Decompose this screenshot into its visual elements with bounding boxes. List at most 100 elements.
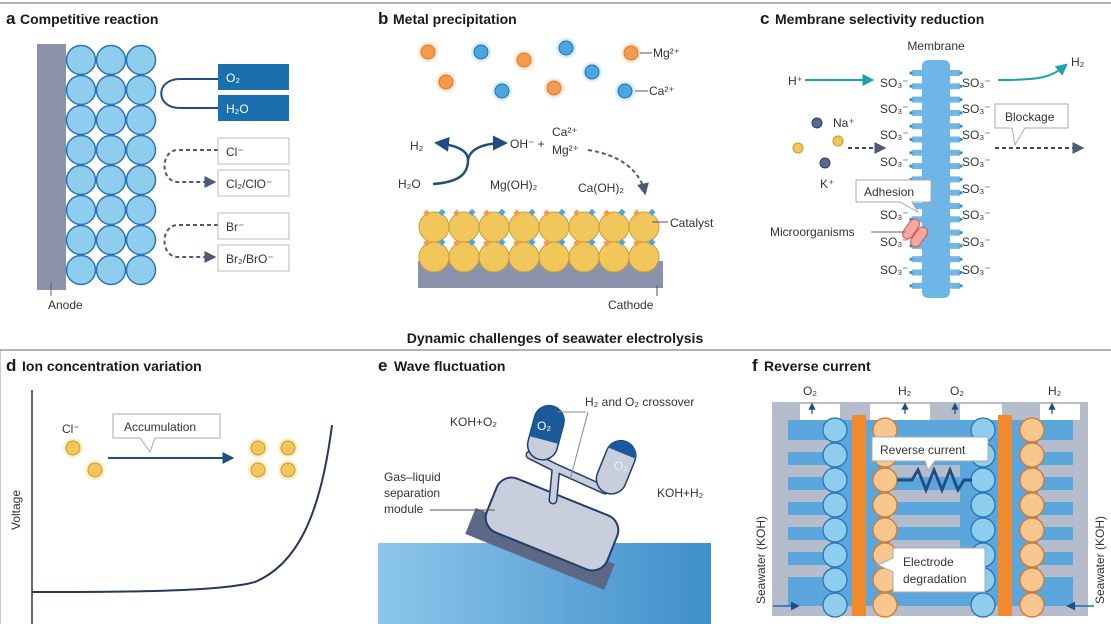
caoh2-deposit <box>588 208 596 216</box>
module-label-2: separation <box>384 486 440 500</box>
cathode-particle <box>872 492 898 518</box>
na-label: Na⁺ <box>833 116 855 130</box>
outlet-gap <box>1040 404 1080 420</box>
anode-particle <box>822 567 848 593</box>
sulfonate-site <box>909 257 913 261</box>
anode-particle <box>822 442 848 468</box>
membrane-segment <box>912 256 960 263</box>
catalyst-particle <box>95 224 127 256</box>
panel-b-title: Metal precipitation <box>393 11 517 27</box>
catalyst-particle <box>418 211 450 243</box>
reverse-current-callout <box>871 436 989 472</box>
magnesium-ion <box>420 44 436 60</box>
so3-label-left: SO₃⁻ <box>880 208 909 222</box>
membrane-segment <box>912 282 960 289</box>
ca2-label: Ca²⁺ <box>552 125 578 139</box>
so3-label-left: SO₃⁻ <box>880 235 909 249</box>
sulfonate-site <box>959 284 963 288</box>
catalyst-particle <box>65 254 97 286</box>
sulfonate-site <box>959 124 963 128</box>
panel-f-title: Reverse current <box>764 358 871 374</box>
cation-ion <box>792 142 804 154</box>
degradation-callout <box>876 547 986 593</box>
microorganisms-label: Microorganisms <box>770 225 855 239</box>
chloride-ion <box>280 462 296 478</box>
panel-a-title: Competitive reaction <box>20 11 158 27</box>
caoh2-deposit <box>468 238 476 246</box>
degradation-label-2: degradation <box>903 572 966 586</box>
catalyst-particle <box>95 164 127 196</box>
oh-label: OH⁻ + <box>510 137 545 151</box>
panel-d: d Ion concentration variation Voltage Cl… <box>0 350 333 624</box>
catalyst-particle <box>65 164 97 196</box>
box-cl <box>217 137 290 165</box>
membrane: SO₃⁻SO₃⁻SO₃⁻SO₃⁻SO₃⁻SO₃⁻SO₃⁻SO₃⁻SO₃⁻SO₃⁻… <box>880 60 991 298</box>
so3-label-right: SO₃⁻ <box>962 155 991 169</box>
cathode-particle <box>1019 567 1045 593</box>
membrane-segment <box>912 189 960 196</box>
catalyst-particle <box>568 211 600 243</box>
membrane-segment <box>912 163 960 170</box>
catalyst-label: Catalyst <box>670 216 714 230</box>
mgoh2-deposit <box>513 209 521 217</box>
mgoh2-deposit <box>513 239 521 247</box>
h2-label: H₂ <box>410 139 424 153</box>
mgoh2-deposit <box>603 209 611 217</box>
calcium-ion <box>617 83 633 99</box>
cathode-particle <box>1019 492 1045 518</box>
top-label-o2-2: O₂ <box>950 384 964 398</box>
cation-ion <box>819 157 831 169</box>
mg-ion-label: Mg²⁺ <box>653 46 680 60</box>
module-label-3: module <box>384 502 424 516</box>
catalyst-particle <box>95 134 127 166</box>
accumulation-callout <box>112 413 221 454</box>
top-label-h2-1: H₂ <box>898 384 912 398</box>
chloride-ion <box>250 462 266 478</box>
adhesion-label: Adhesion <box>864 185 914 199</box>
catalyst-particle <box>478 241 510 273</box>
catalyst-particle <box>448 211 480 243</box>
membrane-segment <box>912 269 960 276</box>
adhesion-callout <box>855 179 932 214</box>
catalyst-particle <box>538 241 570 273</box>
membrane-segment <box>912 176 960 183</box>
catalyst-particle <box>95 74 127 106</box>
her-arrow-oh <box>466 135 508 161</box>
anode-particle <box>822 517 848 543</box>
mgoh2-deposit <box>453 209 461 217</box>
o2-tank-label: O₂ <box>537 419 551 433</box>
caoh2-deposit <box>468 208 476 216</box>
catalyst-particle <box>598 241 630 273</box>
accumulation-label: Accumulation <box>124 420 196 434</box>
degradation-label-1: Electrode <box>903 555 954 569</box>
flow-plate-rib <box>890 465 960 477</box>
clor-arrow <box>163 149 218 188</box>
mg2-label: Mg²⁺ <box>552 143 579 157</box>
catalyst-particle <box>95 104 127 136</box>
chloride-ion <box>65 440 81 456</box>
crossover-label: H₂ and O₂ crossover <box>585 395 694 409</box>
calcium-ion <box>558 40 574 56</box>
flow-plate-rib <box>788 565 830 577</box>
panel-c: c Membrane selectivity reduction Membran… <box>760 9 1085 298</box>
sulfonate-site <box>959 84 963 88</box>
sulfonate-site <box>909 284 913 288</box>
mgoh-label: Mg(OH)₂ <box>490 178 538 192</box>
catalyst-particle <box>95 194 127 226</box>
anode-particle <box>970 467 996 493</box>
catalyst-particle <box>508 241 540 273</box>
catalyst-particles <box>418 208 660 273</box>
caoh-label: Ca(OH)₂ <box>578 181 624 195</box>
flow-plate-rib <box>890 490 960 502</box>
box-h2o-label: H₂O <box>226 102 249 116</box>
mgoh2-deposit <box>423 239 431 247</box>
flow-plate-rib <box>788 465 830 477</box>
top-label-h2-2: H₂ <box>1048 384 1062 398</box>
precipitation-arrow <box>587 149 649 196</box>
blockage-label: Blockage <box>1005 110 1055 124</box>
catalyst-particle <box>628 211 660 243</box>
flow-plate-rib <box>788 440 830 452</box>
separation-module <box>484 476 620 572</box>
magnesium-ion <box>623 45 639 61</box>
